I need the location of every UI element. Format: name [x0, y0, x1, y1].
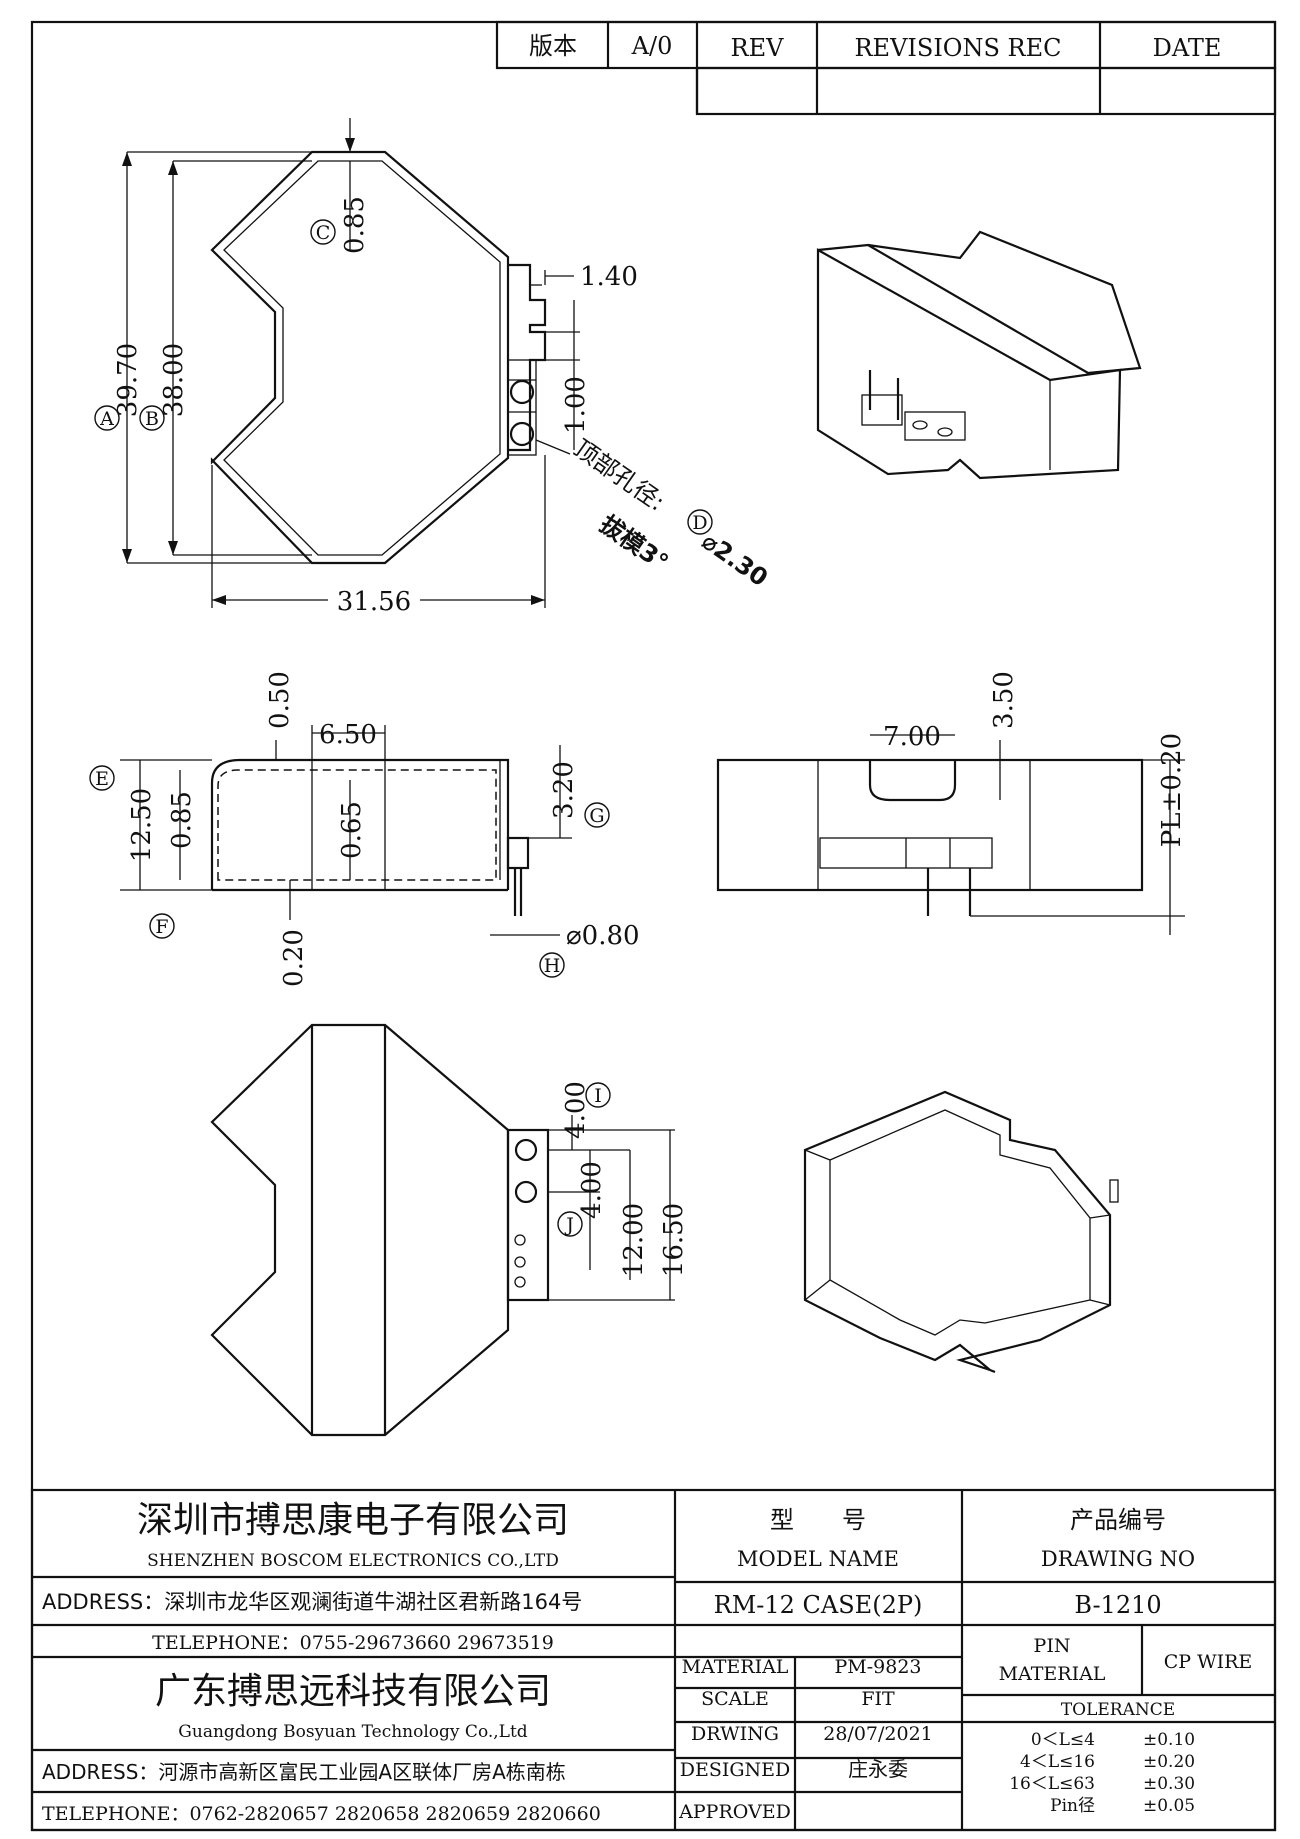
dim-pin-diameter: ⌀0.80 [566, 921, 640, 951]
title-block: 深圳市搏思康电子有限公司 SHENZHEN BOSCOM ELECTRONICS… [30, 1488, 1277, 1832]
drawing-date: 28/07/2021 [823, 1723, 933, 1745]
note-diameter: ⌀2.30 [697, 527, 773, 592]
isometric-view-top [816, 230, 1142, 480]
label-d: D [692, 512, 707, 534]
front-view: 7.00 3.50 PL±0.20 [716, 671, 1187, 935]
label-e: E [95, 768, 109, 790]
label-g: G [589, 805, 604, 827]
pin-material-label-2: MATERIAL [999, 1663, 1106, 1685]
tolerance-range-2: 16＜L≤63 [1009, 1774, 1095, 1794]
company-cn-2: 广东搏思远科技有限公司 [155, 1671, 551, 1712]
material-value: PM-9823 [834, 1656, 921, 1678]
dim-side-width: 6.50 [319, 720, 377, 750]
tolerance-value-0: ±0.10 [1143, 1730, 1195, 1750]
dim-side-wall: 0.85 [167, 791, 197, 849]
dim-width-top: 31.56 [337, 587, 411, 617]
dim-side-top: 0.50 [265, 671, 295, 729]
address-1: ADDRESS：深圳市龙华区观澜街道牛湖社区君新路164号 [42, 1590, 582, 1614]
dim-side-bottom: 0.20 [279, 929, 309, 987]
tolerance-header: TOLERANCE [1061, 1700, 1175, 1720]
drawing-no-en: DRAWING NO [1041, 1547, 1195, 1571]
scale-value: FIT [861, 1688, 895, 1710]
dim-pin-gap: 1.00 [561, 376, 591, 434]
revisions-header: REVISIONS REC [854, 34, 1061, 62]
tolerance-value-2: ±0.30 [1143, 1774, 1195, 1794]
approved-label: APPROVED [678, 1801, 791, 1823]
revision-block: 版本 A/0 REV REVISIONS REC DATE [495, 20, 1277, 116]
dim-bottom-pitch-b: 4.00 [577, 1161, 607, 1219]
designed-value: 庄永委 [848, 1757, 908, 1781]
rev-header: REV [731, 34, 785, 62]
dim-pin-length: 3.20 [549, 761, 579, 819]
version-value: A/0 [631, 32, 673, 60]
dim-pin-offset: 1.40 [580, 262, 638, 292]
isometric-view-bottom [803, 1090, 1119, 1374]
pin-material-value: CP WIRE [1164, 1651, 1253, 1673]
side-view: 6.50 0.50 12.50 0.85 0.65 0.20 3.20 ⌀0.8… [89, 671, 640, 987]
bottom-view: 4.00 4.00 12.00 16.50 I J [210, 1023, 689, 1437]
label-c: C [316, 222, 331, 244]
telephone-2: TELEPHONE：0762-2820657 2820658 2820659 2… [42, 1803, 601, 1825]
dim-bottom-span-b: 16.50 [659, 1203, 689, 1277]
address-2: ADDRESS：河源市高新区富民工业园A区联体厂房A栋南栋 [42, 1760, 566, 1784]
label-j: J [564, 1214, 574, 1236]
drawing-label: DRWING [691, 1723, 779, 1745]
company-cn-1: 深圳市搏思康电子有限公司 [137, 1500, 569, 1541]
tolerance-range-0: 0＜L≤4 [1031, 1730, 1095, 1750]
pin-material-label-1: PIN [1034, 1635, 1071, 1657]
dim-front-pl: PL±0.20 [1157, 733, 1187, 847]
designed-label: DESIGNED [680, 1759, 791, 1781]
tolerance-value-1: ±0.20 [1143, 1752, 1195, 1772]
telephone-1: TELEPHONE：0755-29673660 29673519 [152, 1632, 554, 1654]
label-b: B [145, 408, 159, 430]
top-view: 39.70 38.00 A B 0.85 C 1.40 1.00 31.56 顶… [94, 118, 773, 617]
company-en-2: Guangdong Bosyuan Technology Co.,Ltd [178, 1722, 528, 1742]
dim-bottom-pitch-a: 4.00 [561, 1081, 591, 1139]
date-header: DATE [1153, 34, 1222, 62]
model-name-cn: 型 号 [770, 1506, 866, 1534]
dim-side-height: 12.50 [127, 788, 157, 862]
note-draft: 拔模3° [595, 510, 674, 577]
company-en-1: SHENZHEN BOSCOM ELECTRONICS CO.,LTD [147, 1551, 559, 1571]
dim-bottom-span-a: 12.00 [619, 1203, 649, 1277]
note-hole: 顶部孔径: [569, 434, 670, 517]
label-h: H [544, 955, 561, 977]
dim-wall-top: 0.85 [340, 196, 370, 254]
dim-height-outer: 39.70 [113, 343, 143, 417]
scale-label: SCALE [701, 1688, 769, 1710]
dim-side-inner-wall: 0.65 [337, 801, 367, 859]
label-a: A [99, 408, 114, 430]
drawing-no-cn: 产品编号 [1070, 1506, 1166, 1534]
drawing-value: B-1210 [1074, 1591, 1161, 1619]
material-label: MATERIAL [682, 1656, 789, 1678]
dim-front-depth: 3.50 [989, 671, 1019, 729]
label-f: F [155, 916, 168, 938]
dim-height-inner: 38.00 [159, 343, 189, 417]
dim-front-slot: 7.00 [883, 722, 941, 752]
label-i: I [594, 1085, 602, 1107]
tolerance-range-1: 4＜L≤16 [1020, 1752, 1095, 1772]
tolerance-value-3: ±0.05 [1143, 1796, 1195, 1816]
model-value: RM-12 CASE(2P) [714, 1591, 923, 1619]
tolerance-range-3: Pin径 [1050, 1796, 1095, 1816]
version-label: 版本 [529, 32, 577, 60]
model-name-en: MODEL NAME [737, 1547, 899, 1571]
